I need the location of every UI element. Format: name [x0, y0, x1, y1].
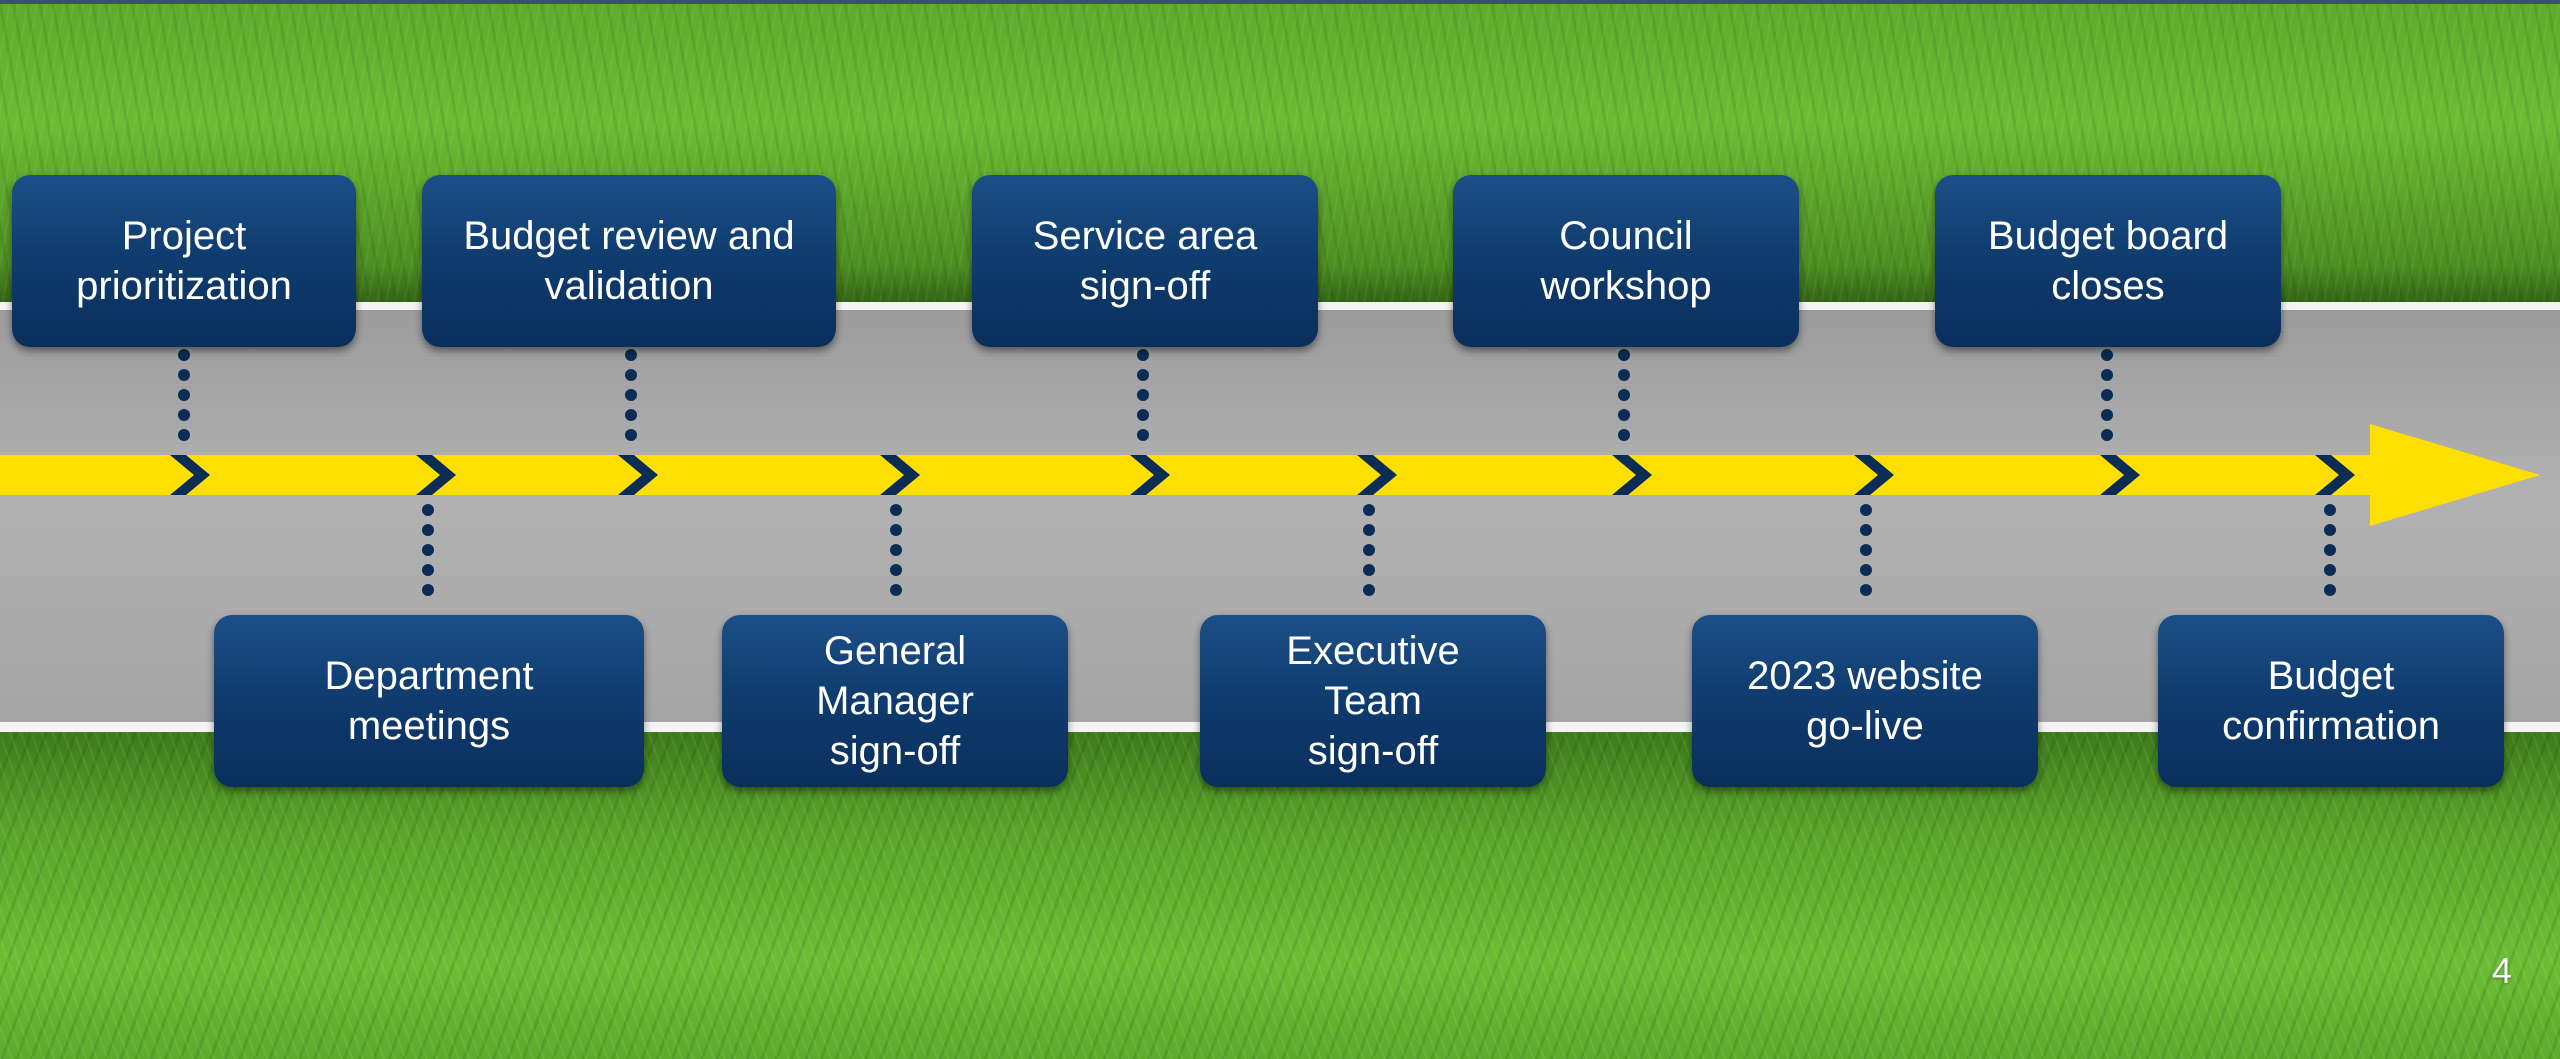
connector-dot — [1137, 409, 1149, 421]
connector-dot — [178, 409, 190, 421]
milestone-general-manager-sign-off: General Manager sign-off — [722, 615, 1068, 787]
connector-top-1 — [625, 349, 637, 441]
connector-dot — [890, 584, 902, 596]
connector-dot — [1137, 369, 1149, 381]
chevron-marker-0 — [170, 455, 210, 495]
connector-dot — [422, 564, 434, 576]
connector-dot — [1137, 389, 1149, 401]
connector-bottom-1 — [890, 504, 902, 596]
connector-dot — [1618, 409, 1630, 421]
connector-dot — [178, 369, 190, 381]
connector-dot — [1860, 524, 1872, 536]
connector-dot — [1363, 564, 1375, 576]
milestone-budget-board-closes: Budget board closes — [1935, 175, 2281, 347]
milestone-budget-confirmation: Budget confirmation — [2158, 615, 2504, 787]
milestone-council-workshop: Council workshop — [1453, 175, 1799, 347]
connector-dot — [890, 544, 902, 556]
chevron-marker-6 — [1612, 455, 1652, 495]
connector-dot — [890, 504, 902, 516]
timeline-arrow — [0, 424, 2540, 526]
connector-dot — [890, 564, 902, 576]
connector-dot — [890, 524, 902, 536]
connector-bottom-4 — [2324, 504, 2336, 596]
chevron-marker-4 — [1130, 455, 1170, 495]
connector-bottom-0 — [422, 504, 434, 596]
connector-bottom-3 — [1860, 504, 1872, 596]
connector-dot — [1363, 544, 1375, 556]
chevron-marker-1 — [416, 455, 456, 495]
connector-dot — [1618, 389, 1630, 401]
milestone-department-meetings: Department meetings — [214, 615, 644, 787]
connector-top-3 — [1618, 349, 1630, 441]
connector-dot — [1860, 544, 1872, 556]
connector-dot — [2101, 369, 2113, 381]
milestone-2023-website-go-live: 2023 website go-live — [1692, 615, 2038, 787]
connector-lines — [178, 349, 2336, 596]
chevron-marker-5 — [1357, 455, 1397, 495]
connector-dot — [178, 349, 190, 361]
connector-dot — [625, 369, 637, 381]
connector-dot — [625, 429, 637, 441]
connector-dot — [1363, 584, 1375, 596]
connector-dot — [2324, 524, 2336, 536]
connector-dot — [2101, 389, 2113, 401]
milestone-service-area-sign-off: Service area sign-off — [972, 175, 1318, 347]
chevron-marker-3 — [880, 455, 920, 495]
connector-dot — [625, 349, 637, 361]
connector-dot — [1860, 564, 1872, 576]
connector-dot — [422, 544, 434, 556]
milestone-budget-review: Budget review and validation — [422, 175, 836, 347]
top-edge-line — [0, 0, 2560, 4]
connector-dot — [2101, 409, 2113, 421]
chevron-marker-8 — [2100, 455, 2140, 495]
connector-dot — [1860, 504, 1872, 516]
connector-dot — [422, 524, 434, 536]
chevron-marker-9 — [2315, 455, 2355, 495]
connector-top-2 — [1137, 349, 1149, 441]
connector-top-0 — [178, 349, 190, 441]
connector-dot — [1618, 349, 1630, 361]
connector-dot — [625, 409, 637, 421]
connector-dot — [2324, 584, 2336, 596]
connector-dot — [422, 584, 434, 596]
milestone-project-prioritization: Project prioritization — [12, 175, 356, 347]
connector-bottom-2 — [1363, 504, 1375, 596]
milestone-executive-team-sign-off: Executive Team sign-off — [1200, 615, 1546, 787]
chevron-markers — [170, 455, 2355, 495]
connector-dot — [422, 504, 434, 516]
chevron-marker-7 — [1854, 455, 1894, 495]
connector-top-4 — [2101, 349, 2113, 441]
connector-dot — [1363, 524, 1375, 536]
connector-dot — [1860, 584, 1872, 596]
connector-dot — [2324, 544, 2336, 556]
connector-dot — [2324, 504, 2336, 516]
connector-dot — [2101, 349, 2113, 361]
connector-dot — [625, 389, 637, 401]
connector-dot — [1137, 349, 1149, 361]
connector-dot — [1137, 429, 1149, 441]
connector-dot — [1363, 504, 1375, 516]
connector-dot — [1618, 429, 1630, 441]
page-number: 4 — [2491, 950, 2512, 991]
connector-dot — [2101, 429, 2113, 441]
connector-dot — [2324, 564, 2336, 576]
connector-dot — [1618, 369, 1630, 381]
chevron-marker-2 — [618, 455, 658, 495]
connector-dot — [178, 429, 190, 441]
connector-dot — [178, 389, 190, 401]
